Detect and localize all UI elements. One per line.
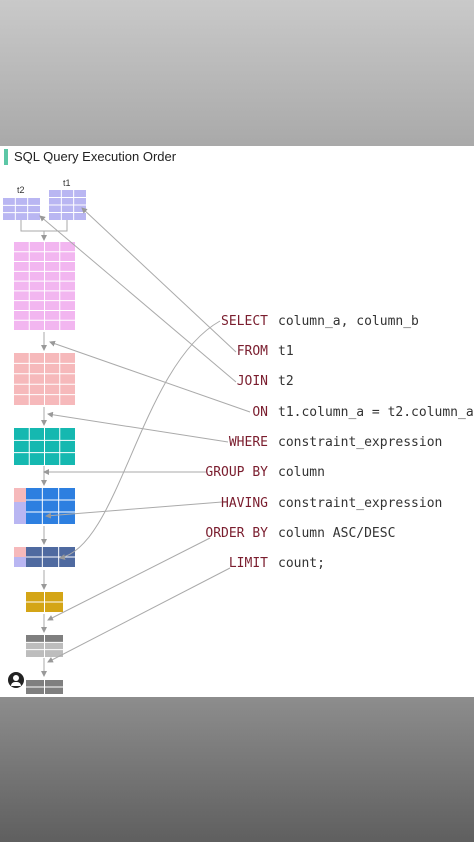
flow-diagram [3, 190, 251, 694]
clause-value-join: t2 [278, 374, 294, 389]
keyword-where: WHERE [228, 435, 268, 450]
table-label-t2: t2 [17, 185, 25, 195]
keyword-join: JOIN [236, 374, 268, 389]
orderby-arrow [47, 537, 211, 621]
keyword-from: FROM [236, 344, 268, 359]
on-arrow [49, 340, 251, 413]
keyword-group-by: GROUP BY [205, 465, 268, 480]
select-arrow [59, 320, 221, 560]
clause-value-limit: count; [278, 556, 325, 571]
where-arrow [47, 411, 229, 443]
clause-value-having: constraint_expression [278, 496, 443, 511]
joined-table [14, 242, 75, 330]
avatar-icon [8, 672, 24, 688]
join-arrow [39, 215, 237, 383]
clause-value-where: constraint_expression [278, 435, 443, 450]
group-side-lavender [14, 502, 26, 524]
where-result-table [14, 428, 75, 465]
table-t2 [3, 198, 40, 220]
order-side-lavender [14, 557, 26, 567]
diagram-card: SQL Query Execution Order [0, 146, 474, 697]
order-side-pink [14, 547, 26, 557]
on-result-table [14, 353, 75, 405]
having-arrow [45, 501, 223, 519]
final-result-table [26, 680, 63, 694]
keyword-having: HAVING [221, 496, 268, 511]
clause-value-order-by: column ASC/DESC [278, 526, 396, 541]
select-result-table [26, 592, 63, 612]
table-label-t1: t1 [63, 178, 71, 188]
keyword-on: ON [252, 405, 268, 420]
clause-value-select: column_a, column_b [278, 314, 419, 329]
keyword-select: SELECT [221, 314, 268, 329]
limit-result-table [26, 635, 63, 657]
clause-value-group-by: column [278, 465, 325, 480]
clause-value-from: t1 [278, 344, 294, 359]
group-result-table [26, 488, 75, 524]
bottom-background [0, 697, 474, 842]
order-result-table [26, 547, 75, 567]
table-t1 [49, 190, 86, 220]
having-side-pink [14, 488, 26, 502]
clause-value-on: t1.column_a = t2.column_a [278, 405, 474, 420]
keyword-order-by: ORDER BY [205, 526, 268, 541]
diagram-title: SQL Query Execution Order [4, 149, 176, 165]
top-background [0, 0, 474, 146]
limit-arrow [47, 567, 231, 663]
clause-arrows [39, 207, 251, 663]
keyword-limit: LIMIT [228, 556, 268, 571]
from-arrow [81, 207, 237, 353]
